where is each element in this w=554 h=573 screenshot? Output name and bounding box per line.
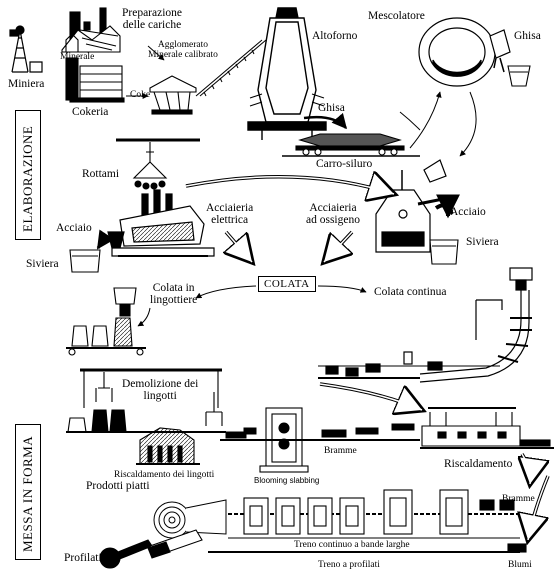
section-box-elaborazione bbox=[15, 110, 41, 240]
label-blumi: Blumi bbox=[508, 560, 532, 570]
label-demolizione: Demolizione dei lingotti bbox=[122, 378, 199, 402]
label-altoforno: Altoforno bbox=[312, 30, 358, 42]
label-rottami: Rottami bbox=[82, 168, 120, 180]
label-miniera: Miniera bbox=[8, 78, 45, 90]
label-acciaio-right: Acciaio bbox=[450, 206, 486, 218]
label-siviera-right: Siviera bbox=[466, 236, 499, 248]
label-carro-siluro: Carro-siluro bbox=[316, 158, 373, 170]
label-prodotti-piatti: Prodotti piatti bbox=[86, 480, 150, 492]
label-treno-profilati: Treno a profilati bbox=[318, 560, 380, 570]
ore-preparation-plant bbox=[61, 7, 121, 53]
label-colata-continua: Colata continua bbox=[374, 286, 447, 298]
label-ghisa-mid: Ghisa bbox=[318, 102, 345, 114]
scrap-crane bbox=[116, 138, 200, 190]
label-blooming: Blooming slabbing bbox=[254, 476, 320, 485]
reheating-furnace bbox=[420, 407, 554, 449]
mixer-vessel bbox=[418, 17, 511, 87]
label-mescolatore: Mescolatore bbox=[368, 10, 425, 22]
label-cokeria: Cokeria bbox=[72, 106, 109, 118]
stock-bin bbox=[149, 75, 197, 115]
label-siviera-left: Siviera bbox=[26, 258, 59, 270]
label-coke: Coke bbox=[130, 90, 151, 100]
flat-product-coil bbox=[153, 499, 227, 539]
blast-furnace bbox=[247, 7, 327, 140]
ladle-small bbox=[507, 65, 531, 87]
label-acciaieria-ossigeno: Acciaieria ad ossigeno bbox=[306, 202, 360, 226]
label-bramme-right: Bramme bbox=[502, 494, 535, 504]
section-label-messa-in-forma: MESSA IN FORMA bbox=[20, 435, 35, 552]
label-minerale: Minerale bbox=[60, 52, 95, 62]
label-acciaio-left: Acciaio bbox=[56, 222, 92, 234]
label-agglomerato: Agglomerato Minerale calibrato bbox=[148, 40, 218, 60]
flow-arrows bbox=[96, 45, 550, 540]
label-riscaldamento: Riscaldamento bbox=[444, 458, 513, 470]
skip-conveyor bbox=[195, 39, 267, 97]
label-ghisa-top: Ghisa bbox=[514, 30, 541, 42]
section-box-messa-in-forma bbox=[15, 424, 41, 560]
roller-table-mid bbox=[220, 423, 420, 441]
hot-strip-mill bbox=[228, 489, 520, 539]
label-riscaldamento-lingotti: Riscaldamento dei lingotti bbox=[114, 470, 215, 480]
blooming-mill bbox=[259, 407, 309, 473]
ladle-right bbox=[429, 239, 459, 265]
section-label-elaborazione: ELABORAZIONE bbox=[20, 125, 35, 232]
colata-box: COLATA bbox=[258, 276, 316, 292]
electric-arc-furnace bbox=[107, 189, 215, 257]
torpedo-car bbox=[282, 133, 420, 157]
ingot-moulds bbox=[66, 287, 146, 356]
coke-plant bbox=[65, 57, 125, 103]
label-bramme-mid: Bramme bbox=[324, 446, 357, 456]
label-profilati: Profilati bbox=[64, 552, 102, 564]
continuous-caster bbox=[318, 267, 533, 383]
soaking-pits bbox=[136, 427, 200, 465]
label-colata-lingottiere: Colata in lingottiere bbox=[150, 282, 198, 306]
mine-headframe bbox=[9, 25, 43, 73]
label-treno-continuo: Treno continuo a bande larghe bbox=[294, 540, 410, 550]
ladle-left bbox=[69, 249, 101, 273]
ingot-stripper-crane bbox=[66, 368, 226, 433]
label-acciaieria-elettrica: Acciaieria elettrica bbox=[206, 202, 254, 226]
label-preparazione-cariche: Preparazione delle cariche bbox=[122, 7, 183, 31]
